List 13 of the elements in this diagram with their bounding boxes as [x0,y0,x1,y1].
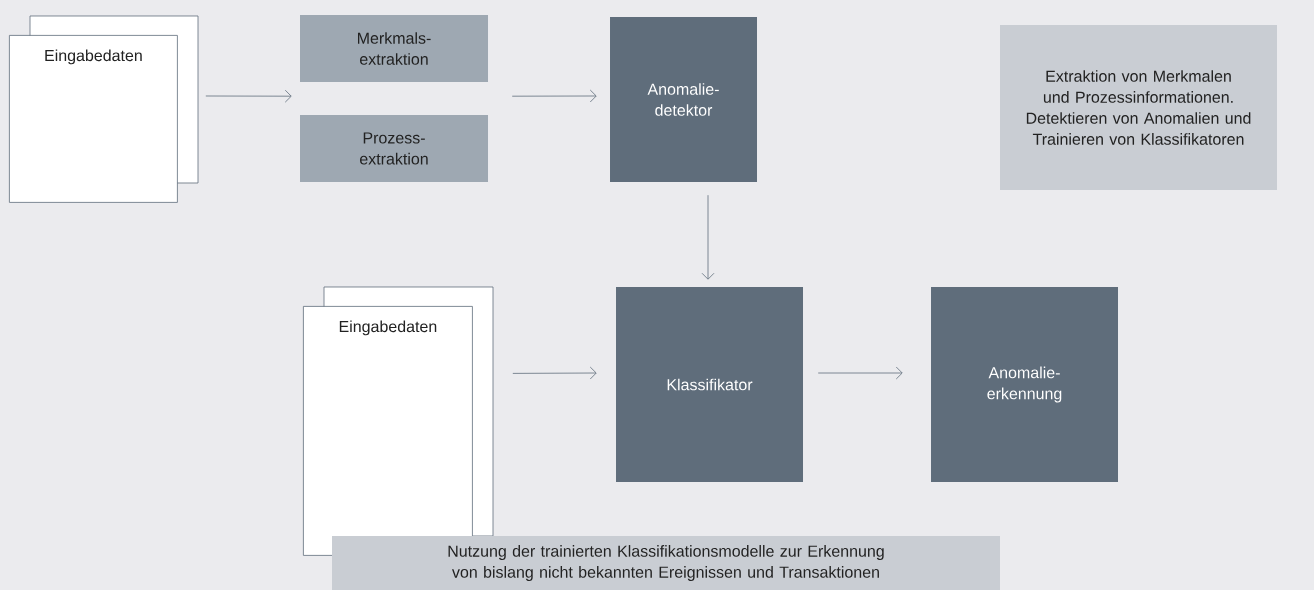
process-box: Anomalie- erkennung [931,287,1118,482]
arrow [701,194,715,280]
process-box: Merkmals- extraktion [300,15,488,82]
process-box: Anomalie- detektor [610,17,757,182]
process-box: Klassifikator [616,287,803,482]
arrow [511,89,597,103]
arrow [205,89,292,103]
note-box: Extraktion von Merkmalen und Prozessinformationen. Detektieren von Anomalien und Trainieren von Klassifikatoren [1000,25,1277,190]
process-box: Prozess- extraktion [300,115,488,182]
arrow [512,366,597,380]
document-stack: Eingabedaten [9,15,199,203]
arrow [817,366,903,380]
note-box: Nutzung der trainierten Klassifikationsmodelle zur Erkennung von bislang nicht bekannten Ereignissen und Transaktionen [332,536,1000,590]
